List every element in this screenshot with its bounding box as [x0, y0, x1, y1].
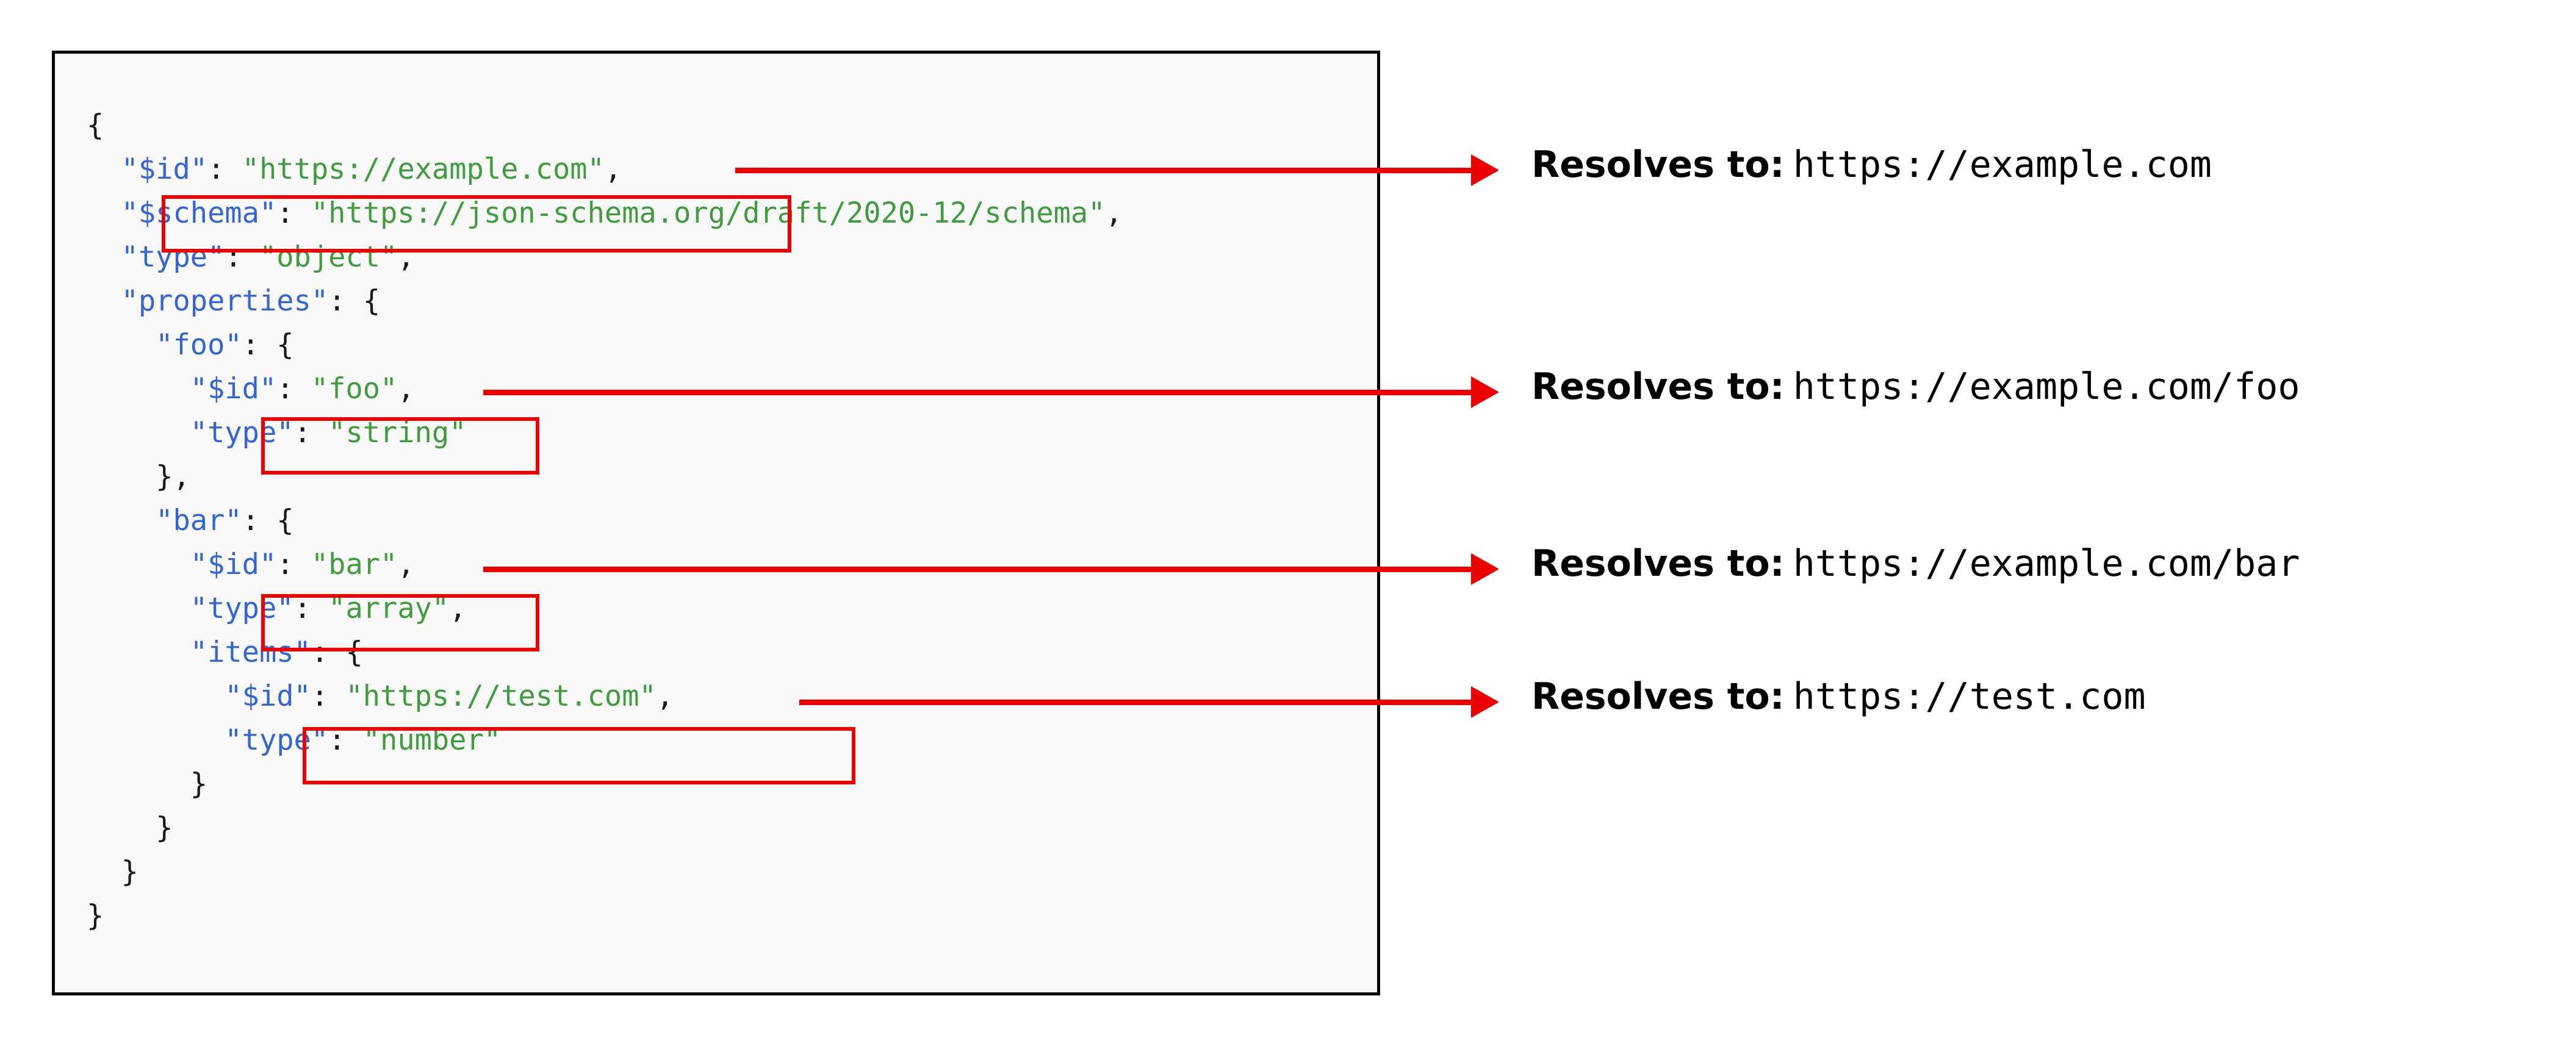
code-token: } [121, 855, 139, 889]
code-token: , [397, 372, 415, 406]
annotation-row-4: Resolves to:https://test.com [1531, 678, 2146, 715]
code-line: "$id": "https://test.com", [87, 675, 1123, 719]
resolves-to-label-3: Resolves to: [1531, 542, 1785, 585]
code-token: "type" [190, 416, 294, 450]
code-line: "items": { [87, 631, 1123, 675]
code-token: "$id" [121, 152, 208, 186]
code-line: "type": "array", [87, 587, 1123, 631]
code-token: "$id" [190, 372, 277, 406]
resolved-url-3: https://example.com/bar [1793, 542, 2300, 585]
code-line: } [87, 806, 1123, 850]
code-token: } [156, 811, 173, 845]
arrow-head-icon-2 [1471, 376, 1499, 408]
code-token: , [449, 592, 467, 625]
code-line: "bar": { [87, 499, 1123, 543]
code-token: "type" [190, 592, 294, 625]
code-token: }, [156, 460, 190, 493]
code-token: , [1105, 196, 1123, 230]
code-line: "type": "object", [87, 235, 1123, 279]
code-token: : { [328, 284, 381, 318]
code-line: }, [87, 455, 1123, 499]
code-token: "https://example.com" [242, 152, 605, 186]
code-token: "object" [259, 240, 398, 274]
arrow-head-icon-4 [1471, 686, 1499, 718]
resolved-url-2: https://example.com/foo [1793, 365, 2300, 408]
code-line: "type": "number" [87, 719, 1123, 762]
code-line: "$schema": "https://json-schema.org/draf… [87, 192, 1123, 235]
code-token: , [604, 152, 622, 186]
code-line: } [87, 762, 1123, 806]
code-line: "type": "string" [87, 411, 1123, 455]
connector-line-1 [735, 168, 1475, 173]
code-token: : [207, 152, 242, 186]
connector-line-4 [799, 700, 1475, 705]
code-token: : [293, 592, 329, 625]
code-token: : [276, 196, 311, 230]
code-token: : [276, 372, 311, 406]
code-line: "$id": "foo", [87, 367, 1123, 411]
annotation-row-2: Resolves to:https://example.com/foo [1531, 368, 2300, 405]
code-line: "$id": "bar", [87, 543, 1123, 587]
code-token: { [87, 109, 104, 142]
code-token: "foo" [311, 372, 398, 406]
json-code-listing: { "$id": "https://example.com", "$schema… [87, 104, 1123, 938]
arrow-head-icon-3 [1471, 553, 1499, 585]
code-token: "bar" [156, 504, 242, 537]
code-token: "properties" [121, 284, 329, 318]
code-line: } [87, 894, 1123, 938]
code-token: } [190, 767, 208, 801]
code-token: "string" [328, 416, 467, 450]
code-token: "items" [190, 636, 311, 669]
json-code-panel: { "$id": "https://example.com", "$schema… [52, 51, 1380, 995]
code-token: "foo" [156, 328, 242, 362]
code-token: , [397, 548, 415, 581]
code-line: { [87, 104, 1123, 148]
code-token: "$id" [190, 548, 277, 581]
code-token: "https://json-schema.org/draft/2020-12/s… [311, 196, 1106, 230]
code-token: : { [242, 328, 294, 362]
code-token: : [225, 240, 259, 274]
resolves-to-label-2: Resolves to: [1531, 365, 1785, 408]
annotation-row-3: Resolves to:https://example.com/bar [1531, 545, 2300, 582]
code-token: : [276, 548, 311, 581]
resolved-url-4: https://test.com [1793, 675, 2146, 718]
code-token: "number" [362, 723, 502, 757]
code-token: "type" [121, 240, 225, 274]
code-line: "properties": { [87, 279, 1123, 323]
annotation-row-1: Resolves to:https://example.com [1531, 146, 2212, 183]
code-token: "https://test.com" [345, 679, 657, 713]
code-token: "$schema" [121, 196, 277, 230]
code-line: } [87, 850, 1123, 894]
code-token: : { [311, 636, 363, 669]
resolves-to-label-1: Resolves to: [1531, 143, 1785, 186]
resolved-url-1: https://example.com [1793, 143, 2212, 186]
code-token: } [87, 899, 104, 933]
resolves-to-label-4: Resolves to: [1531, 675, 1785, 718]
code-token: : [328, 723, 363, 757]
code-line: "foo": { [87, 323, 1123, 367]
code-token: : [311, 679, 346, 713]
arrow-head-icon-1 [1471, 154, 1499, 186]
code-token: , [656, 679, 674, 713]
code-token: "array" [328, 592, 450, 625]
code-token: : [293, 416, 329, 450]
code-line: "$id": "https://example.com", [87, 148, 1123, 192]
code-token: "type" [225, 723, 329, 757]
code-token: "$id" [225, 679, 311, 713]
code-token: "bar" [311, 548, 398, 581]
code-token: : { [242, 504, 294, 537]
code-token: , [397, 240, 415, 274]
connector-line-2 [483, 390, 1475, 395]
connector-line-3 [483, 567, 1475, 572]
